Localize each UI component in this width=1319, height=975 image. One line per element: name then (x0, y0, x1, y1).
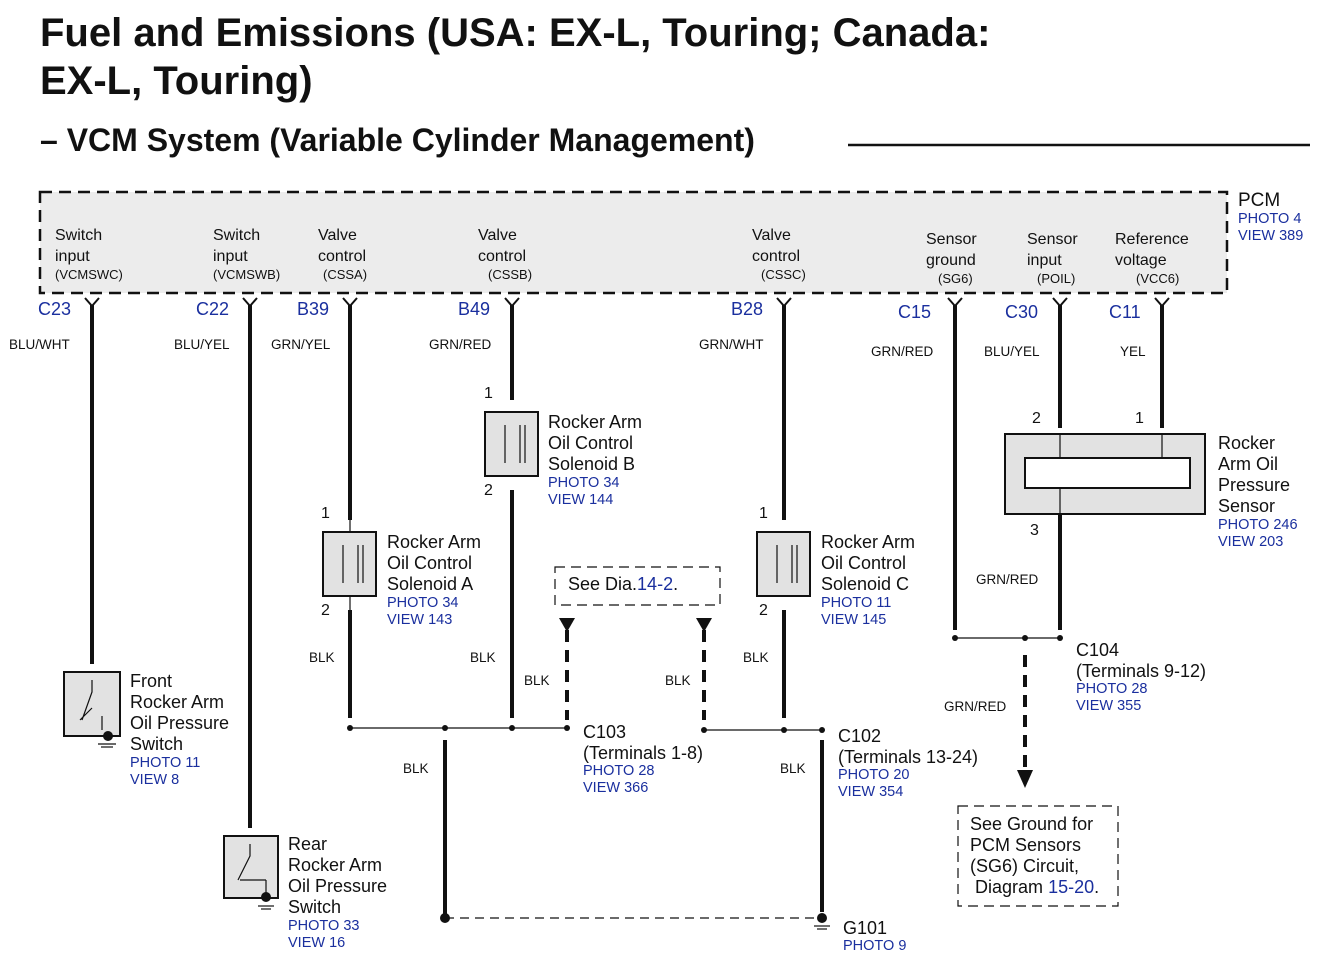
wire-label-sensor-ground: GRN/RED (976, 572, 1039, 587)
solenoid-b-pin-2: 2 (484, 482, 493, 499)
wire-label-blk-c103: BLK (403, 761, 429, 776)
pin-c22-signal: (VCMSWB) (213, 267, 281, 282)
wire-label-c11: YEL (1120, 344, 1146, 359)
c102-label: C102(Terminals 13-24) (838, 726, 979, 767)
wire-label-blk-a: BLK (309, 650, 335, 665)
c104-label: C104(Terminals 9-12) (1076, 640, 1207, 681)
pin-b39-signal: (CSSA) (323, 267, 368, 282)
wire-label-blk-dia-right: BLK (665, 673, 691, 688)
front-switch-icon (79, 680, 103, 730)
solenoid-b-pin-1: 1 (484, 385, 493, 402)
see-ground-text: See Ground for PCM Sensors (SG6) Circuit… (970, 814, 1100, 897)
solenoid-c-box (756, 531, 811, 597)
pcm-view: VIEW 389 (1238, 228, 1304, 244)
pin-b28-signal: (CSSC) (761, 267, 806, 282)
wire-label-blk-dia-left: BLK (524, 673, 550, 688)
solenoid-b-coil-icon (504, 425, 526, 463)
see-dia-box (554, 566, 721, 606)
wire-label-blk-c102: BLK (780, 761, 806, 776)
wire-label-c15: GRN/RED (871, 344, 934, 359)
wire-label-b39: GRN/YEL (271, 337, 331, 352)
see-ground-box (957, 805, 1119, 907)
pcm-label: PCM (1238, 190, 1281, 211)
terminal-b39: B39 (297, 299, 330, 319)
page-title: Fuel and Emissions (USA: EX-L, Touring; … (40, 11, 991, 55)
terminal-b28: B28 (731, 299, 764, 319)
g101-label: G101 (843, 918, 888, 938)
g101-ref: PHOTO 9 (843, 938, 907, 954)
pressure-sensor-element (1024, 457, 1191, 489)
terminal-c30: C30 (1005, 302, 1039, 322)
see-dia-text: See Dia.14-2. (568, 574, 679, 594)
wire-label-blk-c: BLK (743, 650, 769, 665)
page-title-continued: EX-L, Touring) (40, 59, 313, 103)
c103-label: C103(Terminals 1-8) (583, 722, 704, 763)
terminal-c23: C23 (38, 299, 72, 319)
rear-switch-icon (237, 844, 267, 894)
terminal-b49: B49 (458, 299, 491, 319)
wire-label-c23: BLU/WHT (9, 337, 70, 352)
pin-c15-signal: (SG6) (938, 271, 973, 286)
pin-c23-signal: (VCMSWC) (55, 267, 123, 282)
solenoid-c-coil-icon (776, 545, 798, 583)
sensor-pin-2: 2 (1032, 410, 1041, 427)
solenoid-c-pin-2: 2 (759, 602, 768, 619)
rear-switch-box (223, 835, 279, 899)
wire-label-blk-b: BLK (470, 650, 496, 665)
sensor-pin-1: 1 (1135, 410, 1144, 427)
wire-label-grn-red-ground: GRN/RED (944, 699, 1007, 714)
wire-label-c22: BLU/YEL (174, 337, 230, 352)
terminal-c22: C22 (196, 299, 230, 319)
pin-b49-signal: (CSSB) (488, 267, 533, 282)
wire-label-b49: GRN/RED (429, 337, 492, 352)
wire-label-c30: BLU/YEL (984, 344, 1040, 359)
terminal-c15: C15 (898, 302, 932, 322)
sensor-pin-3: 3 (1030, 522, 1039, 539)
page-subtitle: – VCM System (Variable Cylinder Manageme… (40, 122, 755, 158)
terminal-c11: C11 (1109, 302, 1141, 322)
pcm-box (38, 190, 1229, 295)
solenoid-a-coil-icon (342, 545, 364, 583)
solenoid-b-box (484, 411, 539, 477)
solenoid-a-pin-2: 2 (321, 602, 330, 619)
pcm-photo: PHOTO 4 (1238, 211, 1302, 227)
solenoid-a-box (322, 531, 377, 597)
solenoid-a-pin-1: 1 (321, 505, 330, 522)
solenoid-c-pin-1: 1 (759, 505, 768, 522)
wire-label-b28: GRN/WHT (699, 337, 764, 352)
pin-c30-signal: (POIL) (1037, 271, 1076, 286)
pin-c11-signal: (VCC6) (1136, 271, 1180, 286)
sensor-leads (1059, 434, 1163, 514)
